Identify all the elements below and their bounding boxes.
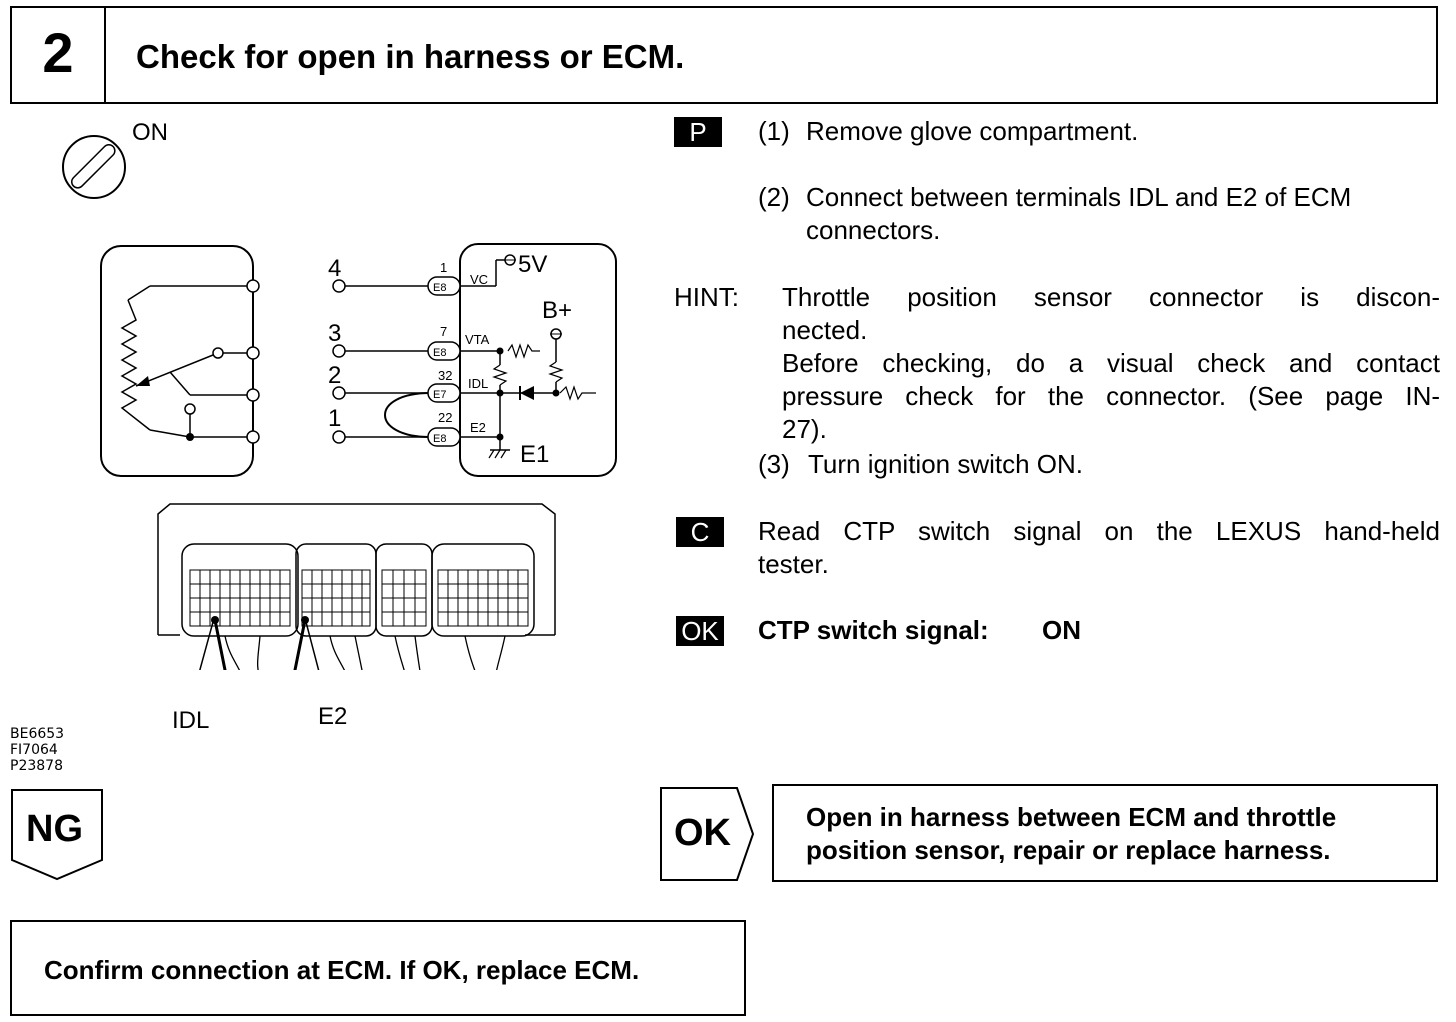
term-e2: E2 (470, 420, 486, 435)
figure-code-1: BE6653 (10, 726, 65, 742)
ecm-e2-label: E2 (318, 703, 348, 730)
pin-label-3: 3 (328, 320, 341, 347)
check-line-2: tester. (758, 549, 829, 579)
throttle-sensor (100, 245, 260, 477)
ng-label: NG (26, 808, 83, 850)
badge-ok: OK (676, 616, 724, 646)
term-num-1: 1 (440, 260, 447, 275)
term-num-32: 32 (438, 368, 452, 383)
ok-criteria-value: ON (1042, 615, 1081, 645)
figure-code-3: P23878 (10, 758, 63, 774)
label-e1: E1 (520, 441, 549, 468)
step2-line2: connectors. (806, 215, 941, 245)
hint-line-5: 27). (782, 414, 827, 444)
ignition-switch-icon (62, 135, 126, 199)
pin-label-1: 1 (328, 405, 341, 432)
ok-tag-label: OK (674, 812, 731, 854)
term-idl: IDL (468, 376, 488, 391)
ok-result-line-2: position sensor, repair or replace harne… (806, 835, 1331, 865)
label-5v: 5V (518, 251, 547, 278)
hint-line-3: Before checking, do a visual check and c… (782, 348, 1440, 378)
step-header: 2 Check for open in harness or ECM. (10, 6, 1438, 104)
hint-line-2: nected. (782, 315, 868, 345)
label-b-plus: B+ (542, 297, 572, 324)
conn-32: E7 (433, 389, 446, 401)
pin-label-2: 2 (328, 362, 341, 389)
badge-prepare: P (674, 117, 722, 147)
ecm-circuit: E8 E8 E7 E8 1 7 32 22 VC VTA IDL E2 5V B… (427, 243, 617, 477)
term-vc: VC (470, 272, 488, 287)
step3-num: (3) (758, 449, 790, 479)
term-vta: VTA (465, 332, 490, 347)
term-num-22: 22 (438, 410, 452, 425)
step-number: 2 (42, 21, 74, 84)
ok-criteria-label: CTP switch signal: (758, 615, 989, 645)
figure-code-2: FI7064 (10, 742, 58, 758)
ng-result-text: Confirm connection at ECM. If OK, replac… (44, 955, 640, 985)
ok-tag (660, 787, 755, 881)
ecm-connector-illustration (157, 503, 556, 670)
badge-check: C (676, 517, 724, 547)
conn-1: E8 (433, 282, 446, 294)
step1-num: (1) (758, 116, 790, 146)
step3-text: Turn ignition switch ON. (808, 449, 1084, 479)
step1-text: Remove glove compartment. (806, 116, 1139, 146)
ok-result-line-1: Open in harness between ECM and throttle (806, 802, 1337, 832)
ecm-idl-label: IDL (172, 707, 210, 734)
ok-result-box: Open in harness between ECM and throttle… (772, 784, 1438, 882)
check-line-1: Read CTP switch signal on the LEXUS hand… (758, 516, 1440, 546)
hint-label: HINT: (674, 282, 739, 312)
conn-22: E8 (433, 433, 446, 445)
conn-7: E8 (433, 347, 446, 359)
hint-line-1: Throttle position sensor connector is di… (782, 282, 1440, 312)
circuit-diagram: 4 3 2 1 E8 E8 E7 E8 1 7 32 22 VC VTA IDL… (62, 135, 617, 670)
ng-tag (11, 789, 103, 881)
page-title: Check for open in harness or ECM. (136, 38, 685, 75)
ng-result-box: Confirm connection at ECM. If OK, replac… (10, 920, 746, 1016)
ignition-on-label: ON (132, 119, 168, 146)
hint-line-4: pressure check for the connector. (See p… (782, 381, 1440, 411)
term-num-7: 7 (440, 324, 447, 339)
step2-line1: Connect between terminals IDL and E2 of … (806, 182, 1352, 212)
step-number-cell: 2 (12, 8, 106, 102)
pin-label-4: 4 (328, 255, 341, 282)
step2-num: (2) (758, 182, 790, 212)
sensor-pins: 4 3 2 1 (328, 255, 431, 444)
